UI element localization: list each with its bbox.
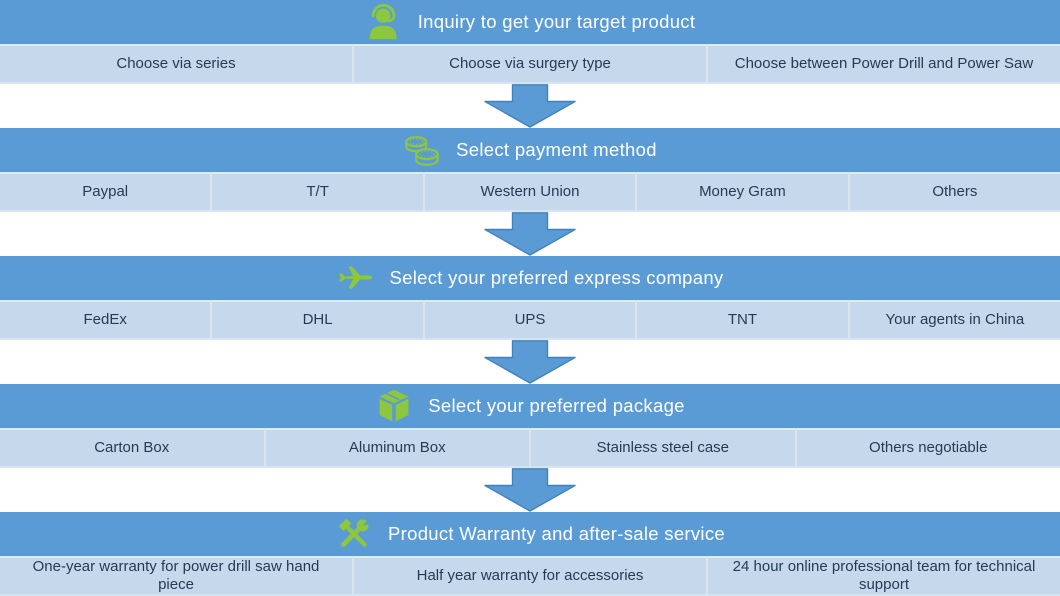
section-title: Select your preferred express company (389, 267, 724, 288)
option-cell: Choose via surgery type (352, 44, 706, 84)
section-warranty: Product Warranty and after-sale service … (0, 512, 1060, 596)
option-cell: Choose via series (116, 55, 236, 72)
section-title: Select payment method (456, 139, 657, 160)
repair-tools-icon (335, 515, 374, 553)
flow-gap (0, 340, 1060, 384)
option-row: FedEx DHL UPS TNT Your agents in China (0, 300, 1060, 340)
down-arrow-icon (484, 84, 576, 128)
section-header: Select your preferred package (0, 384, 1060, 428)
option-cell: Carton Box (94, 439, 170, 456)
coins-icon (403, 131, 441, 169)
section-title: Inquiry to get your target product (417, 11, 696, 32)
section-header: Inquiry to get your target product (0, 0, 1060, 44)
section-express: Select your preferred express company Fe… (0, 256, 1060, 340)
option-cell: One-year warranty for power drill saw ha… (32, 558, 320, 593)
down-arrow-icon (484, 468, 576, 512)
option-cell: Others negotiable (794, 428, 1060, 468)
option-cell: Aluminum Box (263, 428, 530, 468)
option-row: Choose via series Choose via surgery typ… (0, 44, 1060, 84)
section-title: Select your preferred package (428, 395, 685, 416)
option-cell: UPS (422, 300, 635, 340)
down-arrow-icon (484, 212, 576, 256)
option-cell: T/T (210, 172, 422, 212)
section-payment: Select payment method Paypal T/T Western… (0, 128, 1060, 212)
option-row: Paypal T/T Western Union Money Gram Othe… (0, 172, 1060, 212)
flow-gap (0, 468, 1060, 512)
airplane-icon (337, 259, 375, 297)
option-row: Carton Box Aluminum Box Stainless steel … (0, 428, 1060, 468)
package-box-icon (375, 387, 413, 425)
option-cell: Western Union (422, 172, 635, 212)
support-agent-icon (365, 3, 403, 41)
option-cell: TNT (635, 300, 847, 340)
option-cell: 24 hour online professional team for tec… (706, 556, 1060, 596)
down-arrow-icon (484, 340, 576, 384)
section-inquiry: Inquiry to get your target product Choos… (0, 0, 1060, 84)
option-cell: Money Gram (635, 172, 847, 212)
option-cell: Paypal (82, 183, 129, 200)
section-header: Product Warranty and after-sale service (0, 512, 1060, 556)
option-cell: Others (847, 172, 1060, 212)
section-header: Select payment method (0, 128, 1060, 172)
flow-gap (0, 84, 1060, 128)
option-cell: Half year warranty for accessories (352, 556, 706, 596)
flow-gap (0, 212, 1060, 256)
section-title: Product Warranty and after-sale service (388, 523, 725, 544)
option-cell: FedEx (83, 311, 127, 328)
section-package: Select your preferred package Carton Box… (0, 384, 1060, 468)
option-cell: Choose between Power Drill and Power Saw (706, 44, 1060, 84)
option-row: One-year warranty for power drill saw ha… (0, 556, 1060, 596)
option-cell: Your agents in China (847, 300, 1060, 340)
option-cell: Stainless steel case (529, 428, 795, 468)
option-cell: DHL (210, 300, 422, 340)
section-header: Select your preferred express company (0, 256, 1060, 300)
